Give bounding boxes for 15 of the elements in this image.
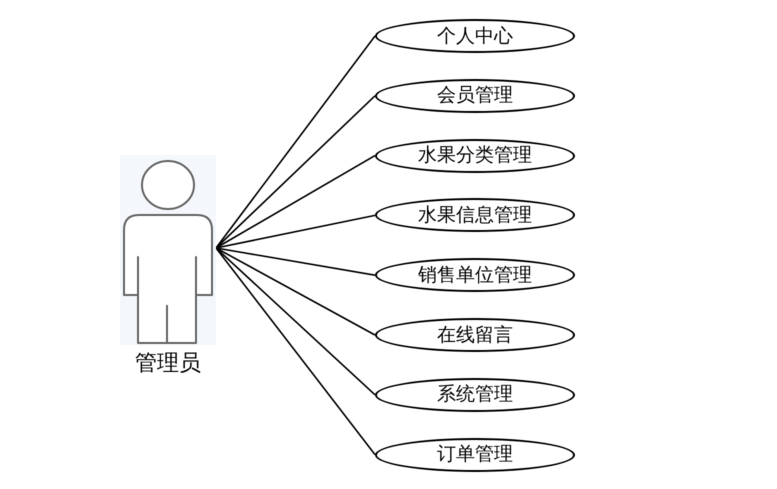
use-case-ellipse: 会员管理 (375, 78, 575, 113)
use-case-ellipse: 系统管理 (375, 378, 575, 412)
use-case-ellipse: 销售单位管理 (375, 258, 575, 292)
connector-line (215, 36, 376, 248)
use-case-ellipse: 在线留言 (375, 318, 575, 352)
connector-line (215, 248, 376, 456)
use-case-ellipse: 水果信息管理 (375, 198, 575, 232)
connector-line (216, 247, 376, 276)
connector-line (216, 247, 376, 336)
actor-label: 管理员 (135, 353, 201, 375)
use-case-ellipse: 水果分类管理 (375, 138, 575, 173)
connector-line (216, 154, 376, 249)
use-case-ellipse: 个人中心 (375, 19, 575, 53)
connector-line (216, 214, 376, 249)
use-case-ellipse: 订单管理 (375, 438, 575, 472)
